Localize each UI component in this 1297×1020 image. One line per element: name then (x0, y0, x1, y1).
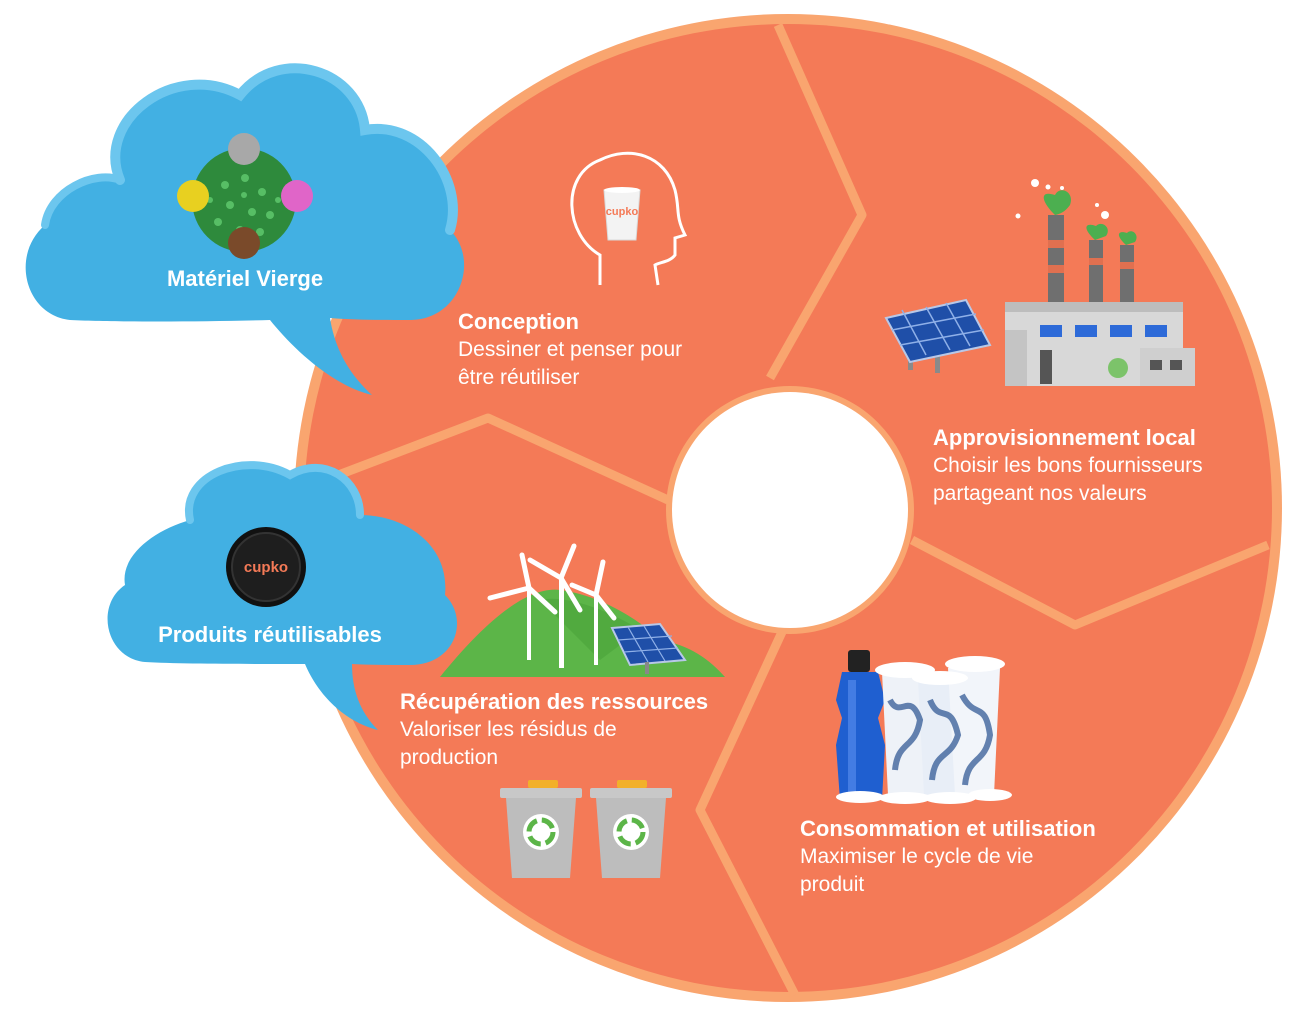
segment-desc-line: partageant nos valeurs (933, 482, 1147, 505)
cup-brand-text: cupko (606, 206, 639, 218)
bottle-icon (836, 650, 885, 800)
segment-sourcing: Approvisionnement local Choisir les bons… (933, 424, 1203, 508)
reusable-products-label: Produits réutilisables (158, 622, 382, 647)
segment-desc-line: Choisir les bons fournisseurs (933, 454, 1203, 477)
virgin-material-label: Matériel Vierge (166, 266, 324, 291)
segment-title: Conception (458, 309, 579, 334)
segment-title: Récupération des ressources (400, 689, 709, 714)
segment-title: Consommation et utilisation (800, 816, 1096, 841)
segment-desc-line: produit (800, 873, 865, 896)
recycle-bin-icon (590, 780, 672, 878)
factory-icon (1005, 179, 1195, 386)
wheel-center-inner (672, 392, 908, 628)
recycle-bin-icon (500, 780, 582, 878)
cup-lid-icon (226, 527, 306, 607)
segment-desc-line: être réutiliser (458, 366, 580, 389)
segment-recovery: Récupération des ressources Valoriser le… (400, 688, 708, 772)
solar-panel-icon (884, 298, 992, 373)
lid-brand-text: cupko (244, 559, 288, 576)
ground-solar-icon (610, 622, 687, 674)
granules-icon (177, 133, 313, 259)
segment-dividers (318, 23, 1270, 998)
cups-icon (836, 656, 1012, 804)
segment-desc-line: production (400, 746, 499, 769)
head-icon (570, 151, 688, 286)
segment-conception: Conception Dessiner et penser pour être … (458, 308, 682, 392)
segment-desc-line: Maximiser le cycle de vie (800, 845, 1034, 868)
segment-consumption: Consommation et utilisation Maximiser le… (800, 815, 1096, 899)
cup-icon (603, 187, 641, 241)
segment-desc-line: Dessiner et penser pour (458, 338, 683, 361)
segment-title: Approvisionnement local (933, 425, 1196, 450)
segment-desc-line: Valoriser les résidus de (400, 718, 617, 741)
